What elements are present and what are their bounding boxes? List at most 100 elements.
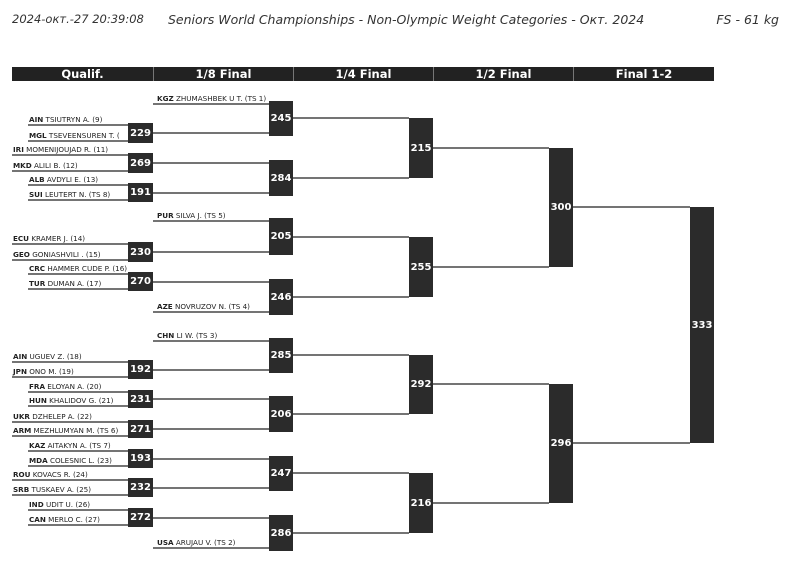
wrestler-name: ARUJAU V. (TS 2) — [173, 538, 236, 547]
wrestler-entry: FRA ELOYAN A. (20) — [29, 382, 101, 391]
wrestler-country: IND — [29, 500, 44, 509]
wrestler-entry: ROU KOVACS R. (24) — [13, 470, 88, 479]
bout-number-box: 300 — [549, 148, 573, 267]
wrestler-entry: MDA COLESNIC L. (23) — [29, 456, 112, 465]
wrestler-entry: AIN UGUEV Z. (18) — [13, 352, 82, 361]
wrestler-entry: GEO GONIASHVILI . (15) — [13, 250, 101, 259]
round-label-final: Final 1-2 — [615, 67, 673, 81]
wrestler-entry: HUN KHALIDOV G. (21) — [29, 396, 113, 405]
wrestler-country: GEO — [13, 250, 30, 259]
wrestler-entry: USA ARUJAU V. (TS 2) — [157, 538, 235, 547]
wrestler-name: KRAMER J. (14) — [29, 234, 86, 243]
bout-number-box: 270 — [128, 272, 153, 291]
wrestler-country: CRC — [29, 264, 46, 273]
round-header-bar — [12, 67, 714, 81]
wrestler-country: CHN — [157, 331, 175, 340]
wrestler-name: DUMAN A. (17) — [45, 279, 102, 288]
round-label-semi-final: 1/2 Final — [475, 67, 532, 81]
print-timestamp: 2024-окт.-27 20:39:08 — [12, 12, 144, 26]
wrestler-entry: SUI LEUTERT N. (TS 8) — [29, 190, 110, 199]
bout-number-box: 269 — [128, 153, 153, 173]
wrestler-name: UDIT U. (26) — [43, 500, 91, 509]
wrestler-country: ROU — [13, 470, 31, 479]
wrestler-name: ALILI B. (12) — [31, 161, 78, 170]
wrestler-name: ELOYAN A. (20) — [45, 382, 102, 391]
round-separator — [293, 67, 294, 81]
bout-number-box: 192 — [128, 360, 153, 379]
bout-number-box: 285 — [269, 338, 293, 373]
wrestler-entry: TUR DUMAN A. (17) — [29, 279, 101, 288]
wrestler-entry: SRB TUSKAEV A. (25) — [13, 485, 91, 494]
wrestler-entry: MKD ALILI B. (12) — [13, 161, 78, 170]
wrestler-entry: KGZ ZHUMASHBEK U T. (TS 1) — [157, 94, 266, 103]
wrestler-entry: AZE NOVRUZOV N. (TS 4) — [157, 302, 250, 311]
bout-number-box: 292 — [409, 355, 433, 414]
wrestler-country: SRB — [13, 485, 30, 494]
wrestler-country: SUI — [29, 190, 43, 199]
wrestler-entry: PUR SILVA J. (TS 5) — [157, 211, 226, 220]
wrestler-country: AZE — [157, 302, 173, 311]
round-separator — [153, 67, 154, 81]
wrestler-country: AIN — [29, 115, 44, 124]
round-label-quarter-final: 1/4 Final — [335, 67, 392, 81]
weight-category: FS - 61 kg — [716, 12, 779, 27]
wrestler-country: KAZ — [29, 441, 46, 450]
wrestler-country: KGZ — [157, 94, 174, 103]
wrestler-entry: ALB AVDYLI E. (13) — [29, 175, 98, 184]
bout-number-box: 230 — [128, 242, 153, 262]
wrestler-entry: JPN ONO M. (19) — [13, 367, 74, 376]
bout-number-box: 247 — [269, 456, 293, 491]
wrestler-entry: CAN MERLO C. (27) — [29, 515, 100, 524]
wrestler-entry: UKR DZHELEP A. (22) — [13, 412, 92, 421]
wrestler-name: TUSKAEV A. (25) — [29, 485, 92, 494]
wrestler-name: AITAKYN A. (TS 7) — [45, 441, 111, 450]
round-separator — [573, 67, 574, 81]
bout-number-box: 215 — [409, 118, 433, 178]
wrestler-country: HUN — [29, 396, 47, 405]
wrestler-name: TSIUTRYN A. (9) — [43, 115, 103, 124]
wrestler-name: LEUTERT N. (TS 8) — [42, 190, 111, 199]
wrestler-entry: CHN LI W. (TS 3) — [157, 331, 217, 340]
bout-number-box: 271 — [128, 420, 153, 438]
bout-number-box: 206 — [269, 396, 293, 432]
wrestler-country: IRI — [13, 145, 24, 154]
wrestler-entry: IRI MOMENIJOUJAD R. (11) — [13, 145, 108, 154]
wrestler-entry: KAZ AITAKYN A. (TS 7) — [29, 441, 111, 450]
wrestler-name: MERLO C. (27) — [45, 515, 100, 524]
wrestler-name: MOMENIJOUJAD R. (11) — [23, 145, 109, 154]
wrestler-name: LI W. (TS 3) — [174, 331, 218, 340]
bout-number-box: 296 — [549, 384, 573, 503]
wrestler-name: KHALIDOV G. (21) — [46, 396, 114, 405]
wrestler-country: MDA — [29, 456, 48, 465]
event-title: Seniors World Championships - Non-Olympi… — [168, 12, 645, 27]
wrestler-entry: ARM MEZHLUMYAN M. (TS 6) — [13, 426, 118, 435]
wrestler-entry: ECU KRAMER J. (14) — [13, 234, 85, 243]
bout-number-box: 216 — [409, 473, 433, 533]
bout-number-box: 193 — [128, 449, 153, 468]
wrestler-entry: AIN TSIUTRYN A. (9) — [29, 115, 102, 124]
wrestler-entry: IND UDIT U. (26) — [29, 500, 90, 509]
wrestler-name: DZHELEP A. (22) — [29, 412, 92, 421]
wrestler-name: COLESNIC L. (23) — [47, 456, 112, 465]
bout-number-box: 231 — [128, 390, 153, 408]
bout-number-box: 272 — [128, 508, 153, 527]
wrestler-name: GONIASHVILI . (15) — [29, 250, 101, 259]
bout-number-box: 229 — [128, 123, 153, 143]
bout-number-box: 284 — [269, 160, 293, 196]
wrestler-name: HAMMER CUDE P. (16) — [45, 264, 128, 273]
wrestler-name: KOVACS R. (24) — [30, 470, 88, 479]
round-label-eighth-final: 1/8 Final — [195, 67, 252, 81]
wrestler-country: USA — [157, 538, 174, 547]
wrestler-country: FRA — [29, 382, 46, 391]
round-label-qualification: Qualif. — [61, 67, 104, 81]
bout-number-box: 191 — [128, 183, 153, 202]
bout-number-box: 205 — [269, 218, 293, 255]
bout-number-box: 255 — [409, 237, 433, 297]
wrestler-country: ARM — [13, 426, 32, 435]
wrestler-name: UGUEV Z. (18) — [27, 352, 82, 361]
bout-number-box: 245 — [269, 101, 293, 136]
wrestler-entry: CRC HAMMER CUDE P. (16) — [29, 264, 127, 273]
wrestler-country: ECU — [13, 234, 30, 243]
wrestler-name: NOVRUZOV N. (TS 4) — [172, 302, 250, 311]
